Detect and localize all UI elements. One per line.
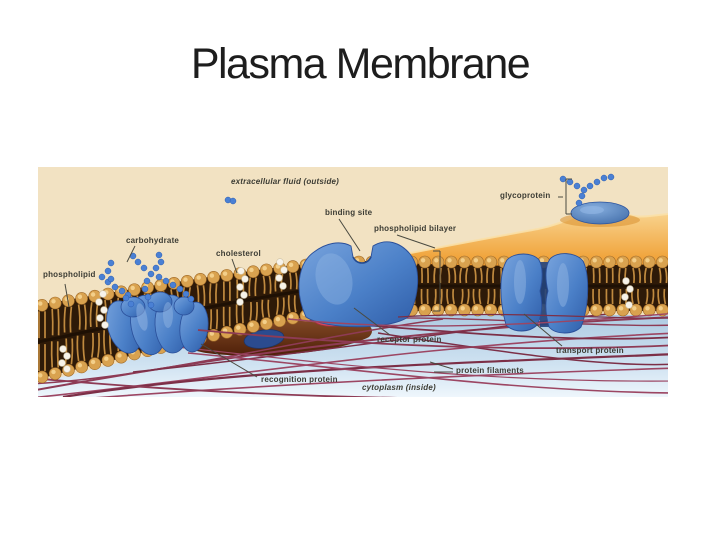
carbohydrate-chains (98, 173, 615, 309)
receptor-protein-shape (298, 241, 419, 328)
integral-protein-cluster (106, 291, 209, 356)
protein-filaments-front (197, 313, 668, 350)
slide-title: Plasma Membrane (190, 40, 531, 88)
cholesterol-molecules (58, 258, 634, 373)
membrane-illustration (38, 167, 668, 397)
glycoprotein-shape (570, 201, 630, 225)
transport-protein-shape (500, 253, 589, 334)
label-leader-lines (64, 178, 572, 378)
plasma-membrane-diagram: extracellular fluid (outside)glycoprotei… (38, 167, 668, 397)
